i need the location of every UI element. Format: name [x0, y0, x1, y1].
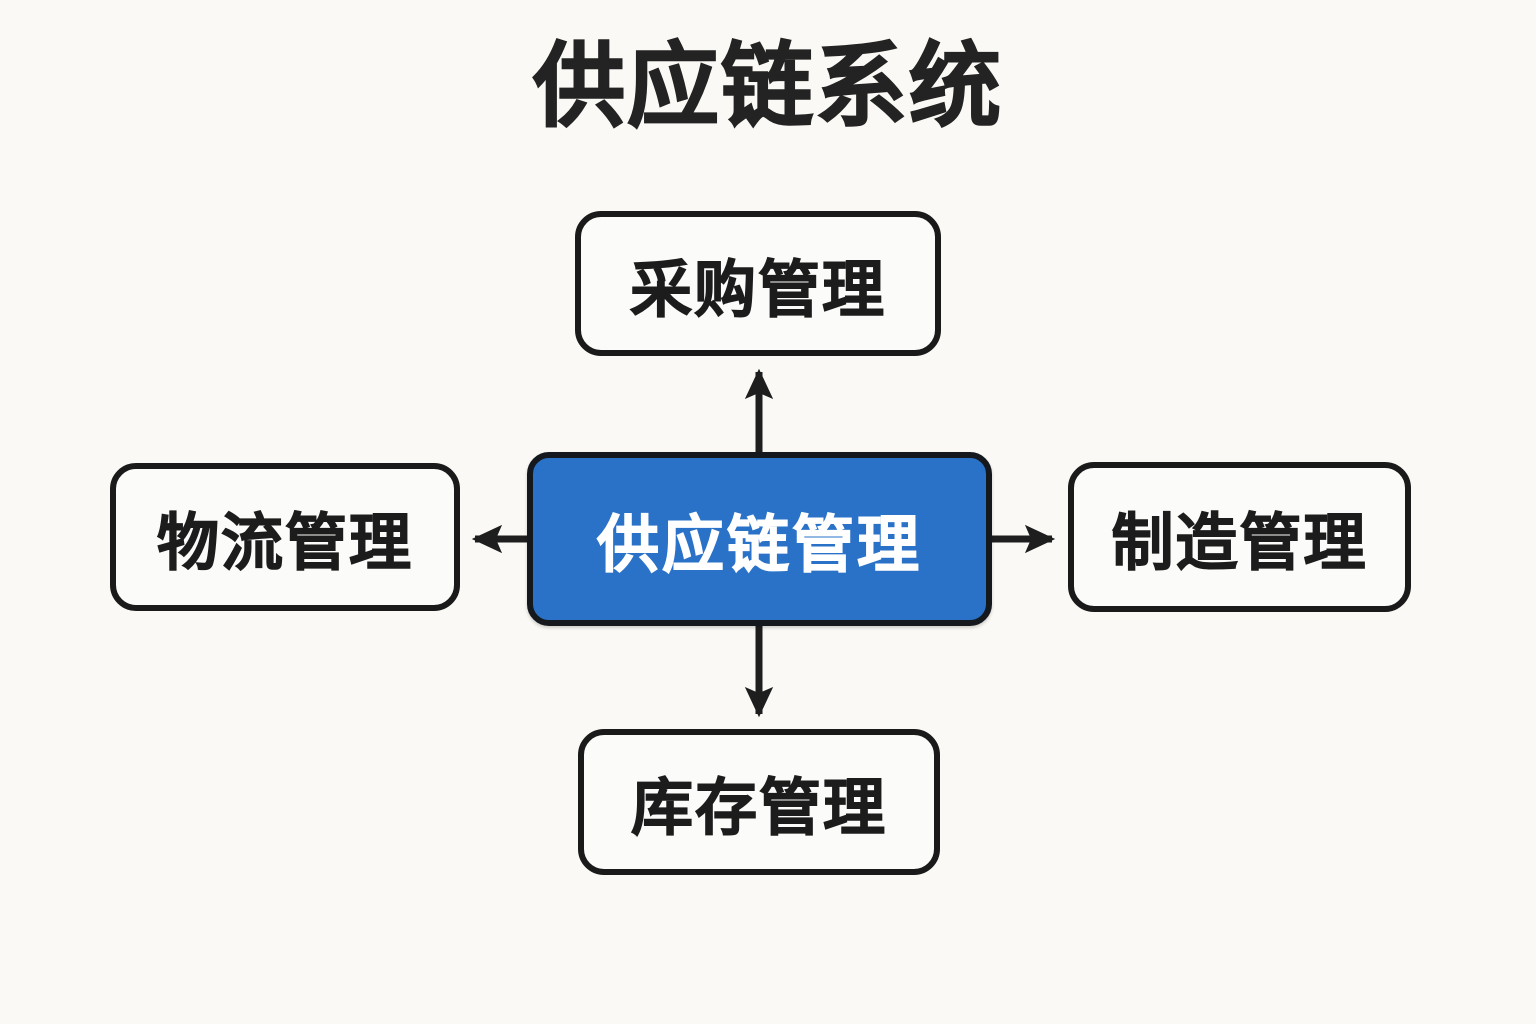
node-supply-chain-management-hub[interactable]: 供应链管理: [527, 452, 992, 626]
node-label: 物流管理: [156, 509, 413, 579]
node-label: 制造管理: [1111, 509, 1368, 579]
page-title: 供应链系统: [532, 36, 1003, 138]
node-manufacturing-management[interactable]: 制造管理: [1068, 462, 1411, 612]
node-label: 库存管理: [630, 774, 887, 844]
node-purchasing-management[interactable]: 采购管理: [575, 211, 941, 356]
node-logistics-management[interactable]: 物流管理: [110, 463, 460, 611]
node-inventory-management[interactable]: 库存管理: [578, 729, 940, 875]
node-label: 供应链管理: [596, 511, 922, 581]
node-label: 采购管理: [629, 255, 886, 325]
